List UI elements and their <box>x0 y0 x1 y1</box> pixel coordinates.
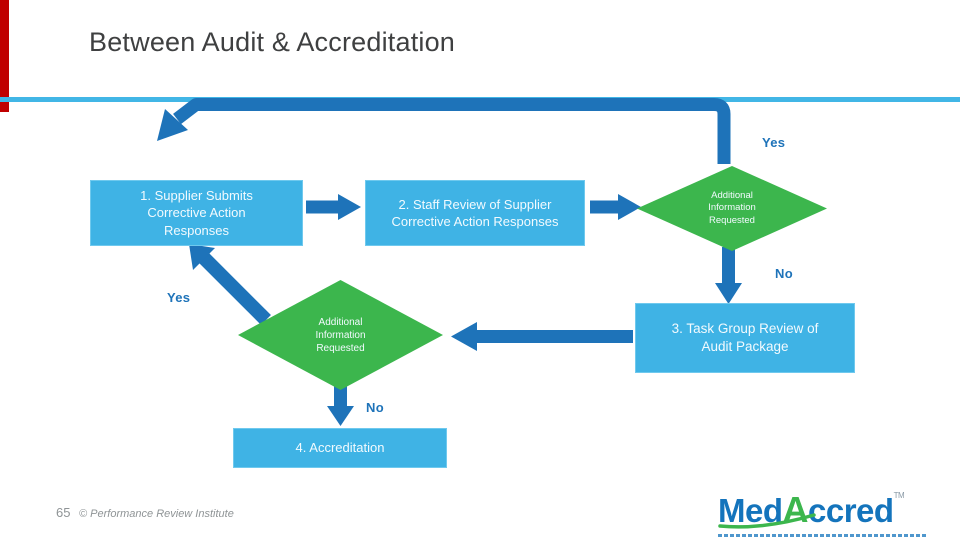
logo-tm-mark: TM <box>893 491 905 500</box>
arrow-diamond2-to-box1-shaft <box>199 253 271 325</box>
slide-number: 65 <box>56 505 71 520</box>
flow-box-supplier-submits: 1. Supplier Submits Corrective Action Re… <box>90 180 303 246</box>
flow-box-staff-review: 2. Staff Review of Supplier Corrective A… <box>365 180 585 246</box>
flow-box-task-group-review: 3. Task Group Review of Audit Package <box>635 303 855 373</box>
arrow-diamond2-to-box4-shaft <box>334 386 347 406</box>
logo-tagline-bar <box>718 534 926 537</box>
flow-box-label: 3. Task Group Review of Audit Package <box>671 321 819 354</box>
arrow-diamond1-to-box3-head <box>715 283 742 304</box>
flow-box-label: 4. Accreditation <box>295 440 385 456</box>
arrowhead-top-to-box1 <box>157 109 188 141</box>
red-accent-bar <box>0 0 9 112</box>
connector-top-loop <box>173 98 731 164</box>
arrow-diamond1-to-box3-shaft <box>722 247 735 283</box>
label-no-bottom: No <box>366 400 384 415</box>
flow-decision-label: Additional Information Requested <box>315 316 366 354</box>
logo-a: A <box>782 489 809 530</box>
arrow-box1-to-box2-shaft <box>306 200 338 214</box>
flow-box-accreditation: 4. Accreditation <box>233 428 447 468</box>
flow-box-label: 1. Supplier Submits Corrective Action Re… <box>140 188 253 238</box>
flow-decision-label: Additional Information Requested <box>708 189 756 226</box>
copyright-text: © Performance Review Institute <box>79 508 234 520</box>
flow-box-label: 2. Staff Review of Supplier Corrective A… <box>391 196 559 229</box>
arrow-box3-to-diamond2-head <box>451 322 477 351</box>
arrow-box2-to-diamond1-shaft <box>590 200 618 214</box>
arrow-box3-to-diamond2-shaft <box>477 330 633 343</box>
page-title: Between Audit & Accreditation <box>89 27 456 57</box>
arrow-diamond2-to-box4-head <box>327 406 354 426</box>
arrow-box1-to-box2-head <box>338 194 361 220</box>
logo-wordmark: MedAccredTM <box>718 489 943 530</box>
arrow-box2-to-diamond1-head <box>618 194 641 220</box>
label-yes-top: Yes <box>762 135 786 150</box>
label-yes-left: Yes <box>167 290 191 305</box>
medaccred-logo: MedAccredTM <box>718 492 943 537</box>
label-no-right: No <box>775 266 793 281</box>
logo-ccred: ccred <box>808 492 894 529</box>
arrow-diamond2-to-box1-head <box>189 244 215 270</box>
logo-med: Med <box>718 492 783 529</box>
